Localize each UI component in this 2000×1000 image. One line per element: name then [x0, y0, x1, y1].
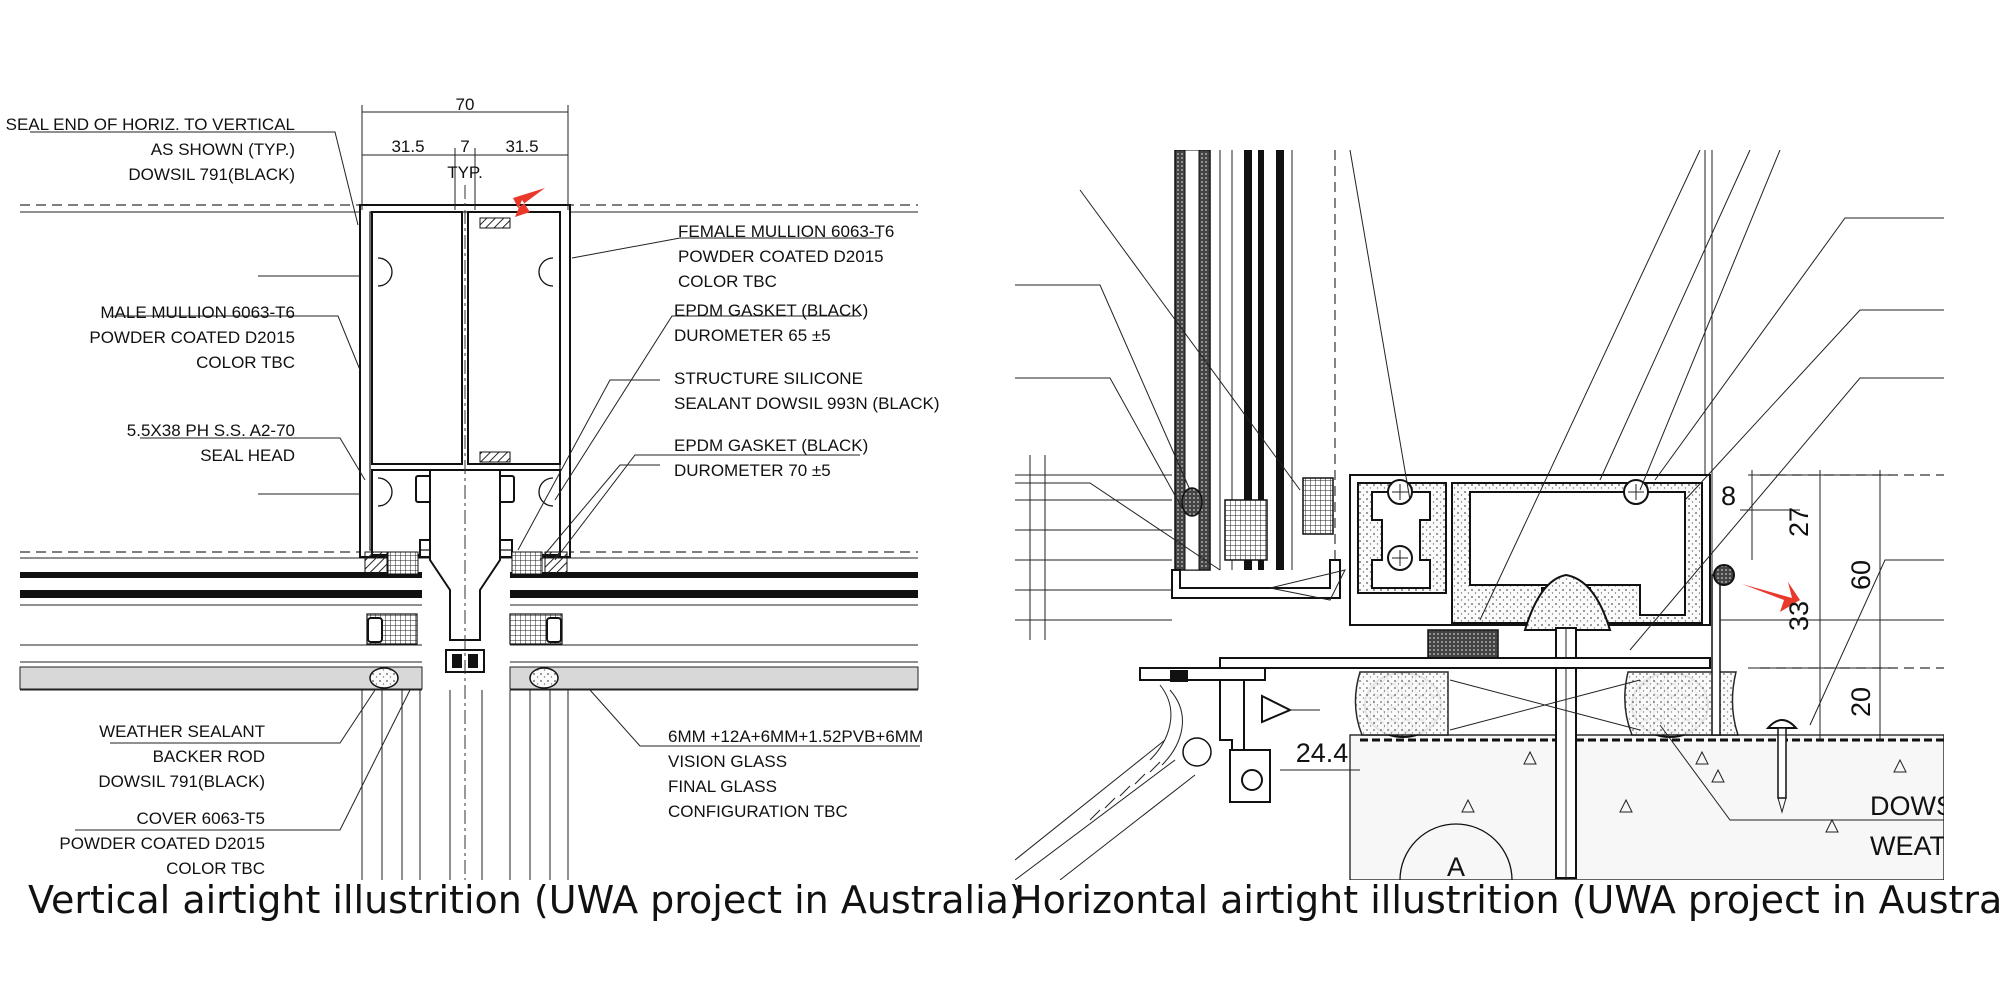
- svg-text:COVER 6063-T5: COVER 6063-T5: [137, 809, 266, 828]
- dim-8: 8: [1721, 481, 1736, 511]
- label-screw: 5.5X38 PH S.S. A2-70 SEAL HEAD: [127, 421, 295, 465]
- label-structure-silicone: STRUCTURE SILICONE SEALANT DOWSIL 993N (…: [674, 369, 939, 413]
- label-female-mullion: FEMALE MULLION 6063-T6 POWDER COATED D20…: [678, 222, 894, 291]
- svg-text:DOWSIL 791(BLACK): DOWSIL 791(BLACK): [98, 772, 265, 791]
- dim-20: 20: [1846, 687, 1876, 717]
- svg-text:EPDM GASKET (BLACK): EPDM GASKET (BLACK): [674, 436, 868, 455]
- svg-text:COLOR TBC: COLOR TBC: [196, 353, 295, 372]
- horizontal-section-drawing: A: [1014, 149, 1954, 882]
- svg-text:AS SHOWN (TYP.): AS SHOWN (TYP.): [151, 140, 295, 159]
- label-glass: 6MM +12A+6MM+1.52PVB+6MM VISION GLASS FI…: [668, 727, 923, 821]
- svg-text:DUROMETER 65 ±5: DUROMETER 65 ±5: [674, 326, 831, 345]
- label-epdm-65: EPDM GASKET (BLACK) DUROMETER 65 ±5: [674, 301, 868, 345]
- svg-text:SEAL END OF HORIZ. TO VERTICAL: SEAL END OF HORIZ. TO VERTICAL: [6, 115, 295, 134]
- svg-text:POWDER COATED D2015: POWDER COATED D2015: [59, 834, 265, 853]
- svg-text:MALE MULLION 6063-T6: MALE MULLION 6063-T6: [100, 303, 295, 322]
- svg-text:STRUCTURE SILICONE: STRUCTURE SILICONE: [674, 369, 863, 388]
- dim-left: 31.5: [391, 137, 424, 156]
- label-seal-end: SEAL END OF HORIZ. TO VERTICAL AS SHOWN …: [6, 115, 295, 184]
- vertical-section-drawing: 70 31.5 7 31.5 TYP. SEAL END OF HORIZ. T…: [6, 95, 939, 880]
- highlight-arrow-right: [1742, 582, 1800, 612]
- cut-label-dows: DOWS: [1870, 791, 1954, 821]
- svg-text:COLOR TBC: COLOR TBC: [166, 859, 265, 878]
- svg-text:POWDER COATED D2015: POWDER COATED D2015: [89, 328, 295, 347]
- svg-text:DOWSIL 791(BLACK): DOWSIL 791(BLACK): [128, 165, 295, 184]
- svg-text:FEMALE MULLION 6063-T6: FEMALE MULLION 6063-T6: [678, 222, 894, 241]
- dim-center-note: TYP.: [447, 163, 483, 182]
- dim-center: 7: [460, 137, 469, 156]
- cut-label-weat: WEAT: [1870, 831, 1946, 861]
- dim-27: 27: [1784, 507, 1814, 537]
- dimension-group: 70 31.5 7 31.5 TYP.: [361, 95, 569, 210]
- dim-24-4: 24.4: [1296, 738, 1349, 768]
- svg-text:BACKER ROD: BACKER ROD: [153, 747, 265, 766]
- left-caption: Vertical airtight illustrition (UWA proj…: [28, 878, 1024, 922]
- glass-unit-right: [509, 572, 919, 691]
- dim-33: 33: [1784, 601, 1814, 631]
- dimension-group-right: 8 27 33 60 20 24.4: [1280, 470, 1890, 771]
- dim-right: 31.5: [505, 137, 538, 156]
- svg-text:POWDER COATED D2015: POWDER COATED D2015: [678, 247, 884, 266]
- svg-text:EPDM GASKET (BLACK): EPDM GASKET (BLACK): [674, 301, 868, 320]
- svg-text:DUROMETER 70 ±5: DUROMETER 70 ±5: [674, 461, 831, 480]
- dim-overall: 70: [456, 95, 475, 114]
- transom-profile: [1139, 474, 1740, 880]
- leader-lines: [30, 131, 920, 831]
- highlight-arrow: [513, 188, 545, 217]
- svg-text:VISION GLASS: VISION GLASS: [668, 752, 787, 771]
- label-cover: COVER 6063-T5 POWDER COATED D2015 COLOR …: [59, 809, 265, 878]
- svg-text:5.5X38 PH S.S. A2-70: 5.5X38 PH S.S. A2-70: [127, 421, 295, 440]
- svg-text:COLOR TBC: COLOR TBC: [678, 272, 777, 291]
- left-edge-lines: [1015, 455, 1172, 640]
- svg-text:6MM +12A+6MM+1.52PVB+6MM: 6MM +12A+6MM+1.52PVB+6MM: [668, 727, 923, 746]
- svg-text:SEALANT DOWSIL 993N (BLACK): SEALANT DOWSIL 993N (BLACK): [674, 394, 939, 413]
- svg-text:WEATHER SEALANT: WEATHER SEALANT: [99, 722, 265, 741]
- svg-text:SEAL HEAD: SEAL HEAD: [200, 446, 295, 465]
- label-epdm-70: EPDM GASKET (BLACK) DUROMETER 70 ±5: [674, 436, 868, 480]
- mullion-section: [359, 185, 571, 880]
- dim-60: 60: [1846, 560, 1876, 590]
- leader-lines-right: [1015, 149, 1944, 821]
- label-male-mullion: MALE MULLION 6063-T6 POWDER COATED D2015…: [89, 303, 295, 372]
- right-caption: Horizontal airtight illustrition (UWA pr…: [1014, 878, 2000, 922]
- svg-text:FINAL GLASS: FINAL GLASS: [668, 777, 777, 796]
- section-marker: A: [1447, 852, 1465, 882]
- svg-text:CONFIGURATION TBC: CONFIGURATION TBC: [668, 802, 848, 821]
- glass-unit-left: [19, 572, 423, 691]
- label-weather-sealant: WEATHER SEALANT BACKER ROD DOWSIL 791(BL…: [98, 722, 265, 791]
